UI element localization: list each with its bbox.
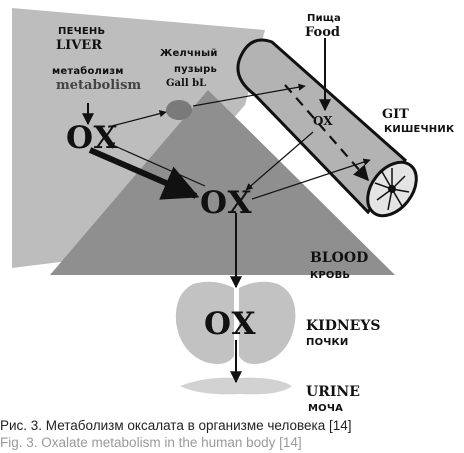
urine-label-ru: МОЧА (308, 403, 344, 414)
ox-intestine: OX (313, 114, 333, 128)
metabolism-label-ru: метаболизм (52, 66, 124, 77)
kidneys-label-ru: ПОЧКИ (306, 337, 349, 348)
arrow-blood-to-intestine (251, 158, 371, 200)
arrow-liver-ox-to-blood (88, 147, 200, 200)
liver-label-en: LIVER (56, 38, 103, 53)
metabolism-label-en: metabolism (56, 78, 142, 93)
liver-label-ru: ПЕЧЕНЬ (58, 26, 106, 37)
blood-triangle (50, 90, 395, 275)
git-label-ru: КИШЕЧНИК (384, 124, 455, 135)
urine-label-en: URINE (306, 384, 360, 400)
caption-en: Fig. 3. Oxalate metabolism in the human … (0, 435, 302, 450)
flow-arrows (82, 38, 371, 384)
gallbladder-label-ru-1: Желчный (160, 48, 218, 59)
blood-label-en: BLOOD (310, 250, 369, 266)
arrow-gut-ox-to-blood (245, 131, 314, 191)
gallbladder-label-ru-2: пузырь (174, 64, 217, 75)
intestine-shape (236, 38, 418, 218)
arrow-liver-ox-to-gall (107, 110, 167, 128)
food-label-ru: Пища (307, 13, 341, 24)
kidneys-shape (175, 281, 296, 364)
urine-shape (180, 377, 292, 395)
liver-shape (12, 8, 265, 268)
ox-kidney: OX (204, 306, 257, 342)
arrow-gall-to-gut (192, 83, 306, 107)
ox-liver: OX (66, 120, 119, 156)
ox-blood: OX (200, 185, 253, 221)
gallbladder-label-en: Gall bL (166, 78, 207, 89)
food-label-en: Food (305, 25, 340, 40)
kidneys-label-en: KIDNEYS (306, 318, 381, 334)
blood-label-ru: КРОВЬ (310, 270, 351, 281)
gallbladder-shape (166, 100, 192, 120)
caption-ru: Рис. 3. Метаболизм оксалата в организме … (0, 418, 352, 433)
git-label-en: GIT (382, 107, 409, 122)
